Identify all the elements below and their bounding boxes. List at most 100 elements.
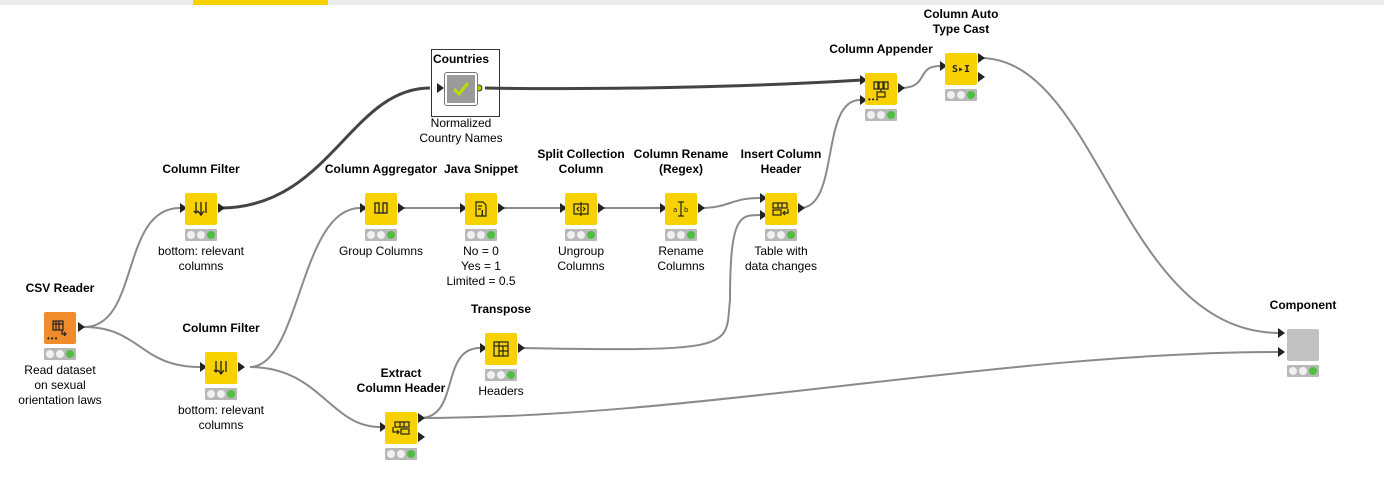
transpose-icon[interactable] xyxy=(485,333,517,365)
in-port xyxy=(460,203,467,213)
node-split-collection-column[interactable]: Split Collection Column Ungroup Columns xyxy=(537,147,624,273)
node-description[interactable]: Headers xyxy=(478,384,524,398)
node-column-filter-top[interactable]: Column Filter bottom: relevant columns xyxy=(158,162,244,273)
component-icon[interactable] xyxy=(1287,329,1319,361)
node-column-appender[interactable]: Column Appender ••• xyxy=(829,42,933,121)
java-icon[interactable]: J xyxy=(465,193,497,225)
in-port xyxy=(480,343,487,353)
split-icon[interactable] xyxy=(565,193,597,225)
node-description[interactable]: bottom: relevant columns xyxy=(157,244,245,273)
edge-extract-to-transpose xyxy=(419,347,481,419)
edge-filter-bottom-to-extract xyxy=(249,366,381,428)
node-title: CSV Reader xyxy=(25,281,95,295)
node-component[interactable]: Component xyxy=(1270,298,1336,377)
node-column-filter-bottom[interactable]: Column Filter bottom: relevant columns xyxy=(178,321,264,432)
node-description[interactable]: Rename Columns xyxy=(657,244,705,273)
edge-extract-to-component xyxy=(419,351,1281,419)
insert-header-icon[interactable] xyxy=(765,193,797,225)
in-port xyxy=(760,210,767,220)
node-title: Extract Column Header xyxy=(356,366,446,395)
node-title: Column Rename (Regex) xyxy=(633,147,729,176)
in-port xyxy=(560,203,567,213)
out-port xyxy=(698,203,705,213)
edge-insert-to-appender xyxy=(799,99,861,209)
node-title: Split Collection Column xyxy=(537,147,625,176)
node-java-snippet[interactable]: Java Snippet J No = 0 Yes = 1 Limited = … xyxy=(444,162,518,288)
node-title: Column Filter xyxy=(162,162,240,176)
in-port xyxy=(360,203,367,213)
status-traffic-light xyxy=(1287,365,1319,377)
edge-autocast-to-component xyxy=(979,57,1281,334)
out-port xyxy=(798,203,805,213)
node-title: Transpose xyxy=(470,302,532,316)
edge-countries-to-appender xyxy=(484,78,863,91)
node-description[interactable]: No = 0 Yes = 1 Limited = 0.5 xyxy=(446,244,516,288)
edge-rename-to-insert xyxy=(699,197,761,209)
appender-icon[interactable]: ••• xyxy=(865,73,897,105)
in-port xyxy=(380,422,387,432)
out-port xyxy=(978,72,985,82)
node-title: Column Filter xyxy=(182,321,260,335)
in-port xyxy=(860,95,867,105)
node-description[interactable]: Normalized Country Names xyxy=(419,116,503,145)
svg-text:J: J xyxy=(480,209,484,217)
node-csv-reader[interactable]: CSV Reader ••• Read dataset on sexual or… xyxy=(18,281,101,407)
in-port xyxy=(437,83,444,93)
type-cast-icon[interactable]: S▸I xyxy=(945,53,977,85)
status-traffic-light xyxy=(365,229,397,241)
svg-text:a: a xyxy=(673,206,677,214)
status-traffic-light xyxy=(865,109,897,121)
node-insert-column-header[interactable]: Insert Column Header Table with data cha… xyxy=(741,147,822,273)
node-countries-metanode[interactable]: Countries Normalized Country Names xyxy=(419,52,502,145)
table-read-icon[interactable]: ••• xyxy=(44,312,76,344)
in-port xyxy=(940,61,947,71)
out-port xyxy=(78,322,85,332)
metanode-frame xyxy=(431,49,500,117)
node-transpose[interactable]: Transpose Headers xyxy=(471,302,531,398)
in-port xyxy=(1278,328,1285,338)
status-traffic-light xyxy=(44,348,76,360)
out-port xyxy=(598,203,605,213)
aggregator-icon[interactable] xyxy=(365,193,397,225)
out-port xyxy=(518,343,525,353)
out-port xyxy=(418,432,425,442)
edge-csv-to-filter-top xyxy=(83,207,181,328)
edge-filter-bottom-to-aggregator xyxy=(249,207,361,368)
node-column-auto-type-cast[interactable]: Column Auto Type Cast S▸I xyxy=(924,7,998,101)
node-description[interactable]: bottom: relevant columns xyxy=(177,403,265,432)
node-extract-column-header[interactable]: Extract Column Header xyxy=(357,366,445,460)
in-port xyxy=(660,203,667,213)
edge-transpose-to-insert xyxy=(519,214,761,351)
node-description[interactable]: Ungroup Columns xyxy=(557,244,605,273)
top-toolbar-strip xyxy=(0,0,1384,5)
out-port xyxy=(238,362,245,372)
filter-icon[interactable] xyxy=(185,193,217,225)
node-description[interactable]: Read dataset on sexual orientation laws xyxy=(18,363,102,407)
status-traffic-light xyxy=(565,229,597,241)
node-column-aggregator[interactable]: Column Aggregator Group Columns xyxy=(325,162,437,258)
in-port xyxy=(180,203,187,213)
status-traffic-light xyxy=(465,229,497,241)
node-title: Component xyxy=(1269,298,1337,312)
active-tab-indicator[interactable] xyxy=(193,0,328,5)
status-traffic-light xyxy=(765,229,797,241)
status-traffic-light xyxy=(665,229,697,241)
status-traffic-light xyxy=(945,89,977,101)
extract-header-icon[interactable] xyxy=(385,412,417,444)
out-port xyxy=(898,83,905,93)
node-description[interactable]: Table with data changes xyxy=(744,244,818,273)
check-icon[interactable] xyxy=(444,72,478,106)
node-title: Countries xyxy=(432,52,489,66)
node-description[interactable]: Group Columns xyxy=(338,244,424,258)
svg-text:b: b xyxy=(684,206,689,214)
filter-icon[interactable] xyxy=(205,352,237,384)
in-port xyxy=(760,193,767,203)
status-traffic-light xyxy=(485,369,517,381)
in-port xyxy=(1278,347,1285,357)
node-title: Column Aggregator xyxy=(324,162,438,176)
node-title: Insert Column Header xyxy=(740,147,822,176)
out-port xyxy=(498,203,505,213)
